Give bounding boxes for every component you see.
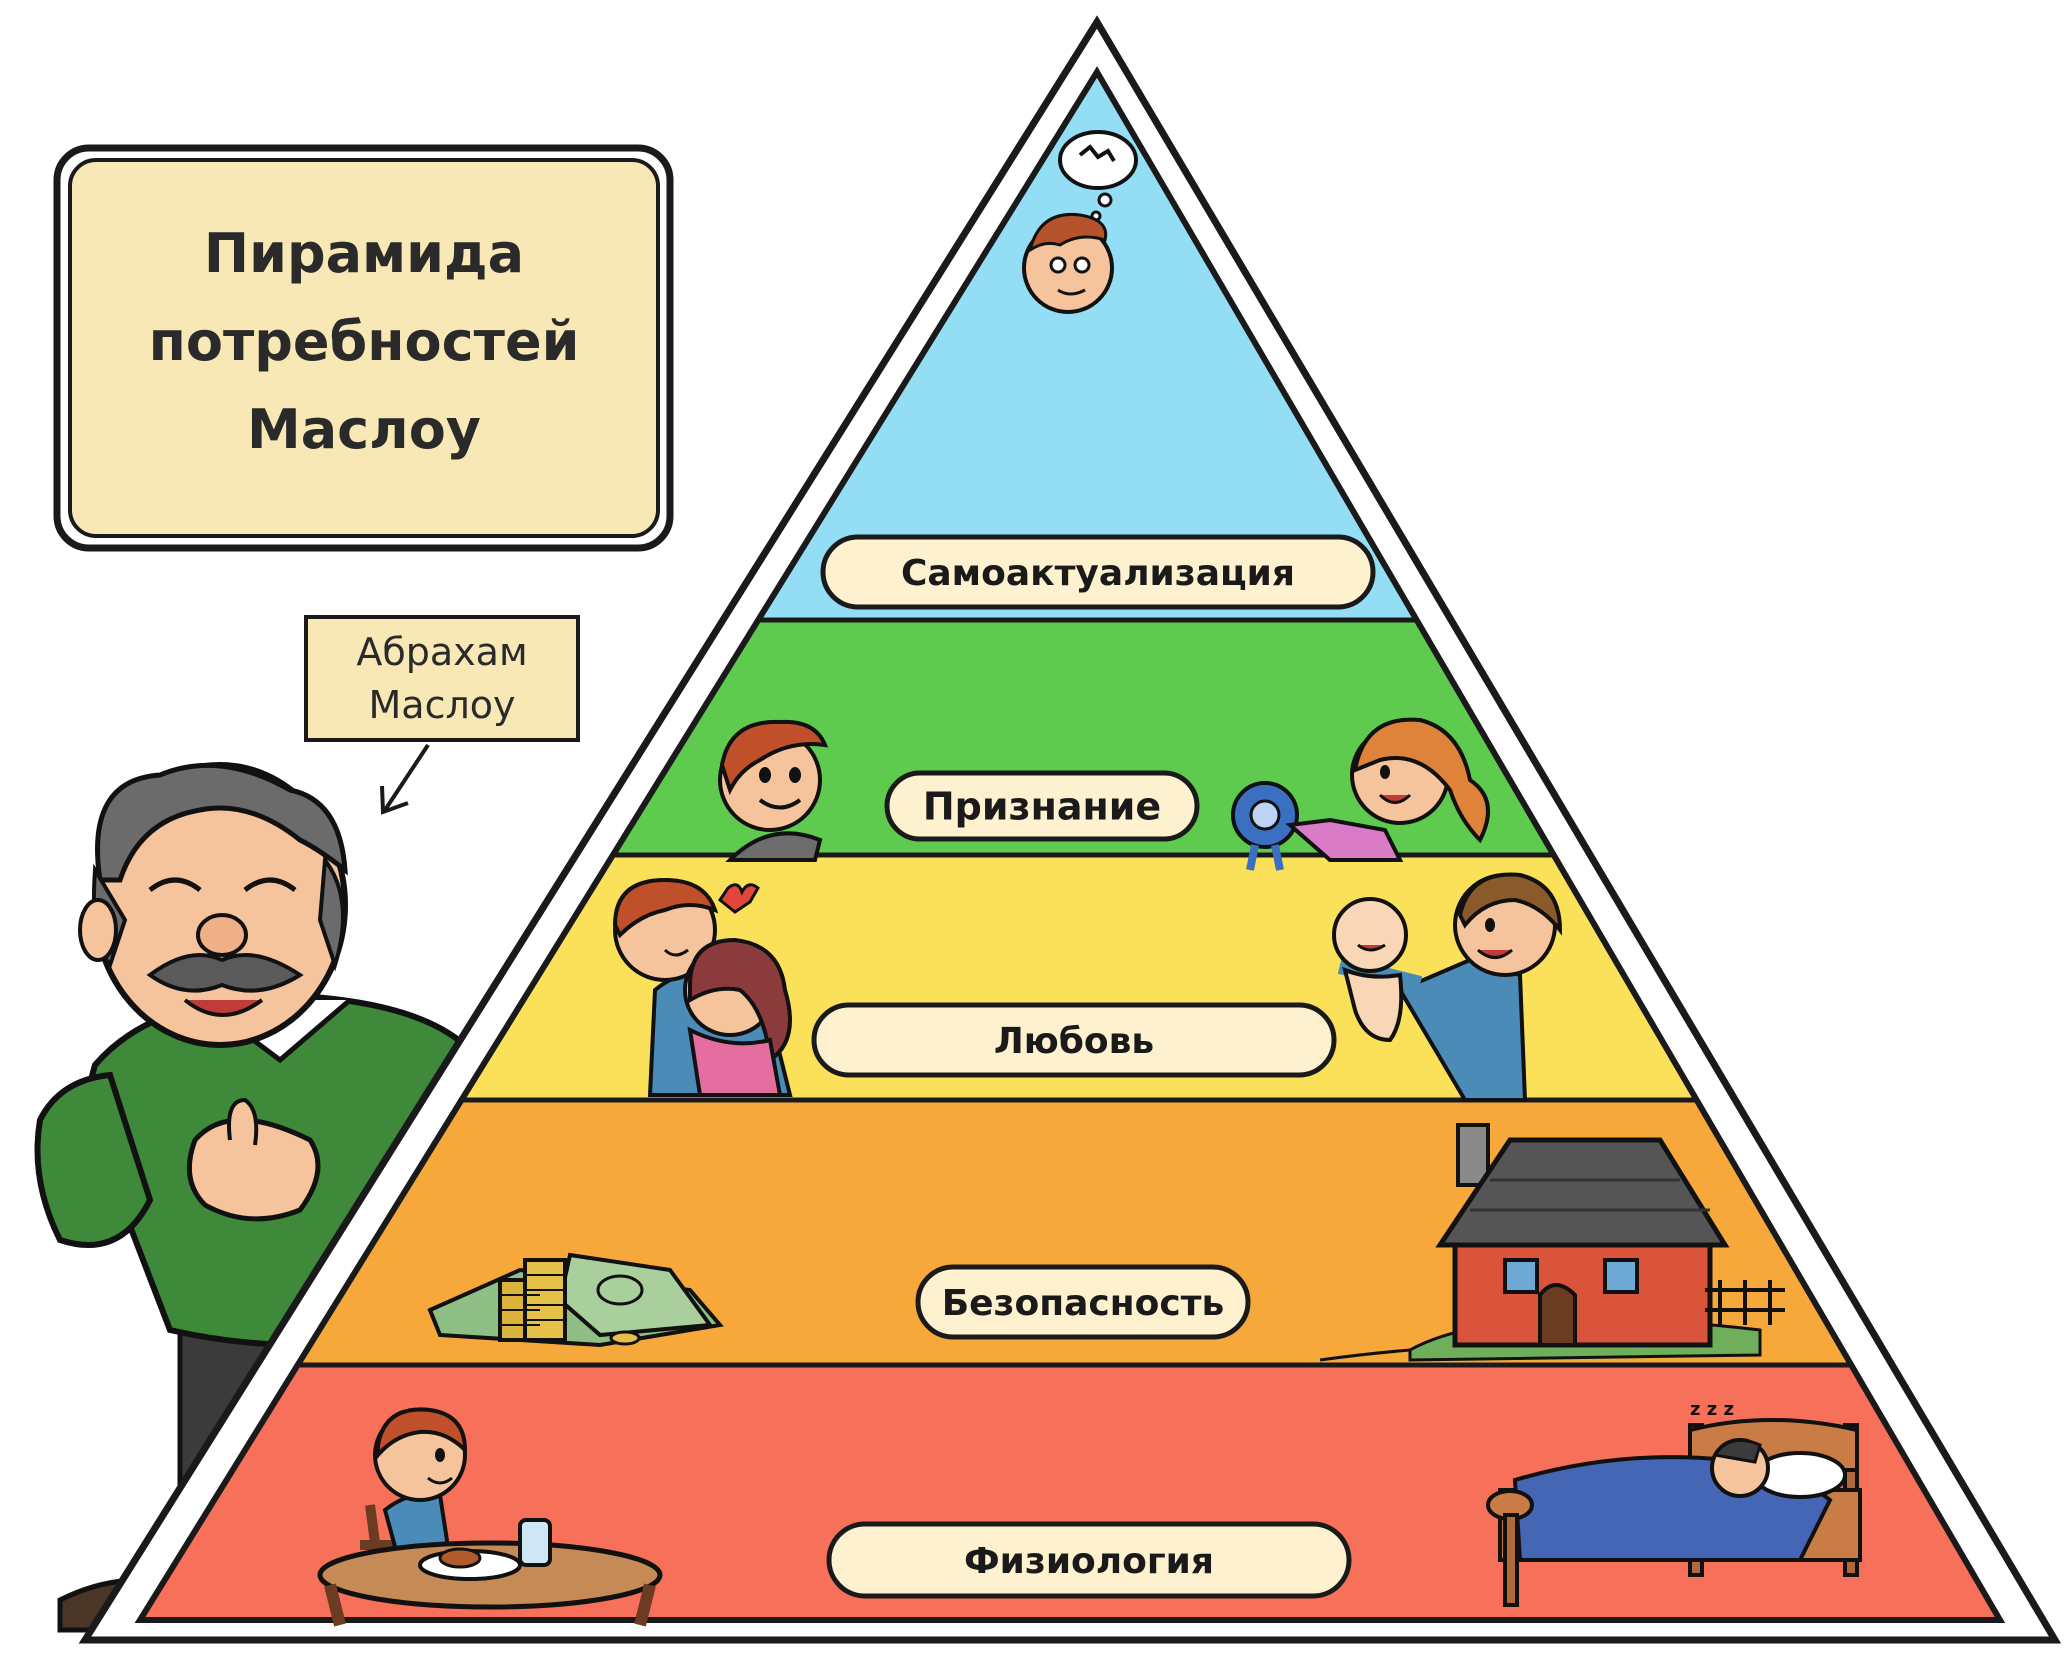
boy-eating-icon [317,1407,663,1627]
label-pill-bg [811,1002,1337,1078]
thinking-boy-icon [1022,130,1138,314]
name-tag-line-1: Абрахам [356,630,527,674]
arrow-icon [380,743,430,815]
label-pill-bg [826,1521,1352,1599]
boy-icon [718,719,829,862]
title-box: Пирамида потребностей Маслоу [53,144,674,552]
sleeping-bed-icon: z z z [1486,1399,1862,1607]
title-line-3: Маслоу [247,398,481,461]
pyramid-outline [134,66,2006,1623]
label-text-self-actualization: Самоактуализация [901,553,1295,594]
name-tag: Абрахам Маслоу [304,615,580,742]
name-tag-line-2: Маслоу [369,683,516,727]
label-pill-safety: Безопасность [915,1264,1251,1340]
house-icon [1319,1123,1785,1362]
label-pill-bg [884,770,1200,842]
label-text-esteem: Признание [923,785,1161,829]
label-text-love: Любовь [994,1021,1154,1062]
label-pill-esteem: Признание [884,770,1200,842]
maslow-character-icon [34,762,474,1633]
money-stack-icon [427,1252,724,1348]
label-text-safety: Безопасность [942,1283,1225,1324]
label-pill-love: Любовь [811,1002,1337,1078]
title-line-2: потребностей [149,310,580,373]
girl-with-ribbon-icon [1231,717,1490,871]
father-with-baby-icon [1332,872,1563,1102]
label-pill-bg [820,534,1376,610]
hugging-couple-icon [612,877,793,1097]
svg-text:z z z: z z z [1690,1399,1734,1420]
label-pill-bg [915,1264,1251,1340]
label-pill-self-actualization: Самоактуализация [820,534,1376,610]
title-line-1: Пирамида [204,222,524,285]
level-labels: СамоактуализацияПризнаниеЛюбовьБезопасно… [811,534,1376,1599]
label-text-physiology: Физиология [964,1541,1214,1582]
label-pill-physiology: Физиология [826,1521,1352,1599]
